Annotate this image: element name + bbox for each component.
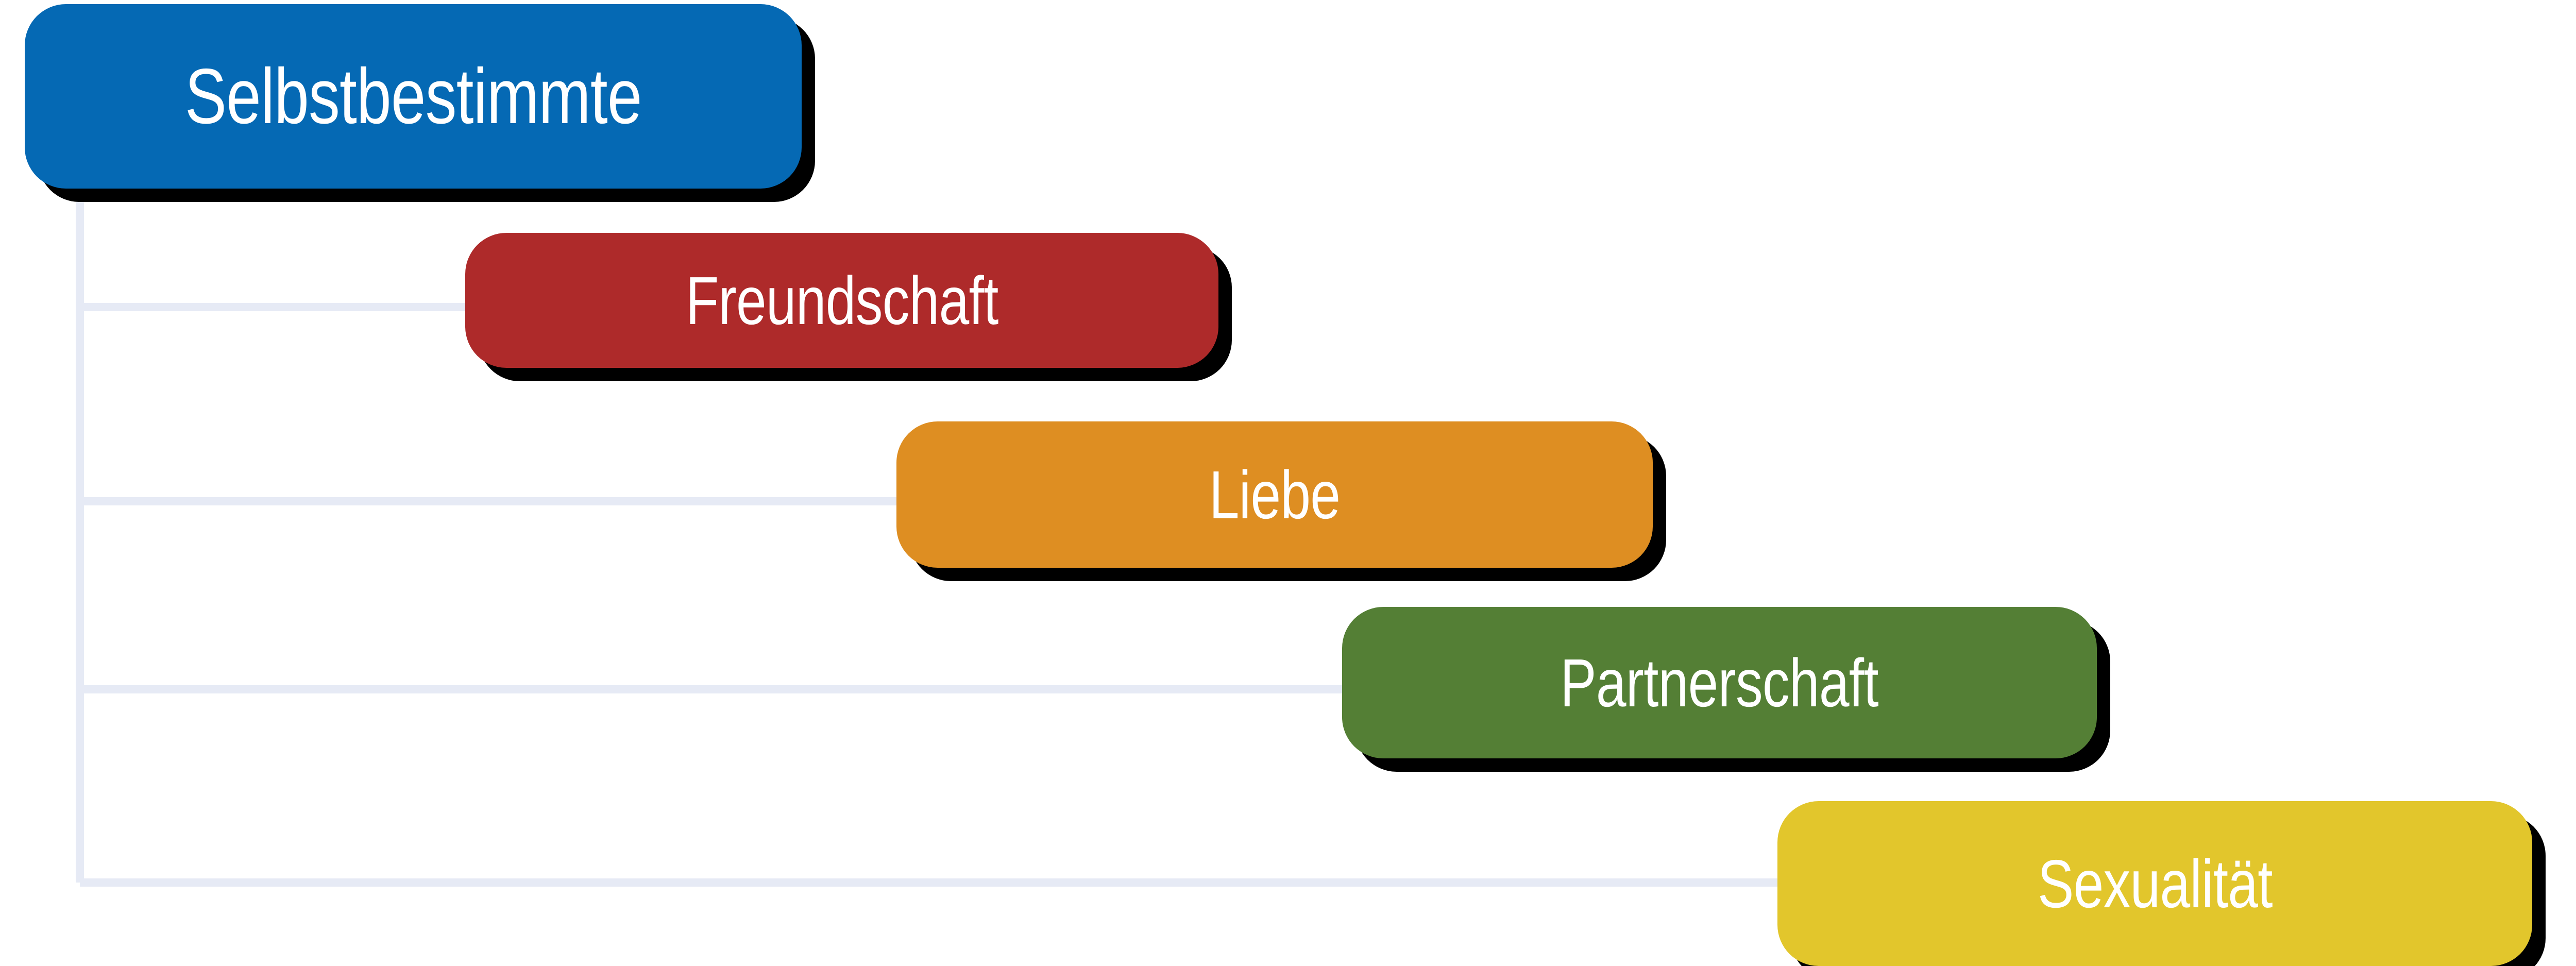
node-sexualitaet[interactable]: Sexualität: [1777, 801, 2532, 966]
node-liebe[interactable]: Liebe: [896, 421, 1653, 568]
node-selbstbestimmte[interactable]: Selbstbestimmte: [25, 4, 802, 189]
node-partnerschaft[interactable]: Partnerschaft: [1342, 607, 2097, 758]
node-label-liebe: Liebe: [1209, 456, 1341, 533]
node-label-selbstbestimmte: Selbstbestimmte: [184, 52, 642, 140]
node-label-freundschaft: Freundschaft: [685, 262, 999, 338]
node-freundschaft[interactable]: Freundschaft: [465, 233, 1218, 368]
node-label-partnerschaft: Partnerschaft: [1560, 645, 1879, 721]
node-label-sexualitaet: Sexualität: [2037, 845, 2273, 922]
